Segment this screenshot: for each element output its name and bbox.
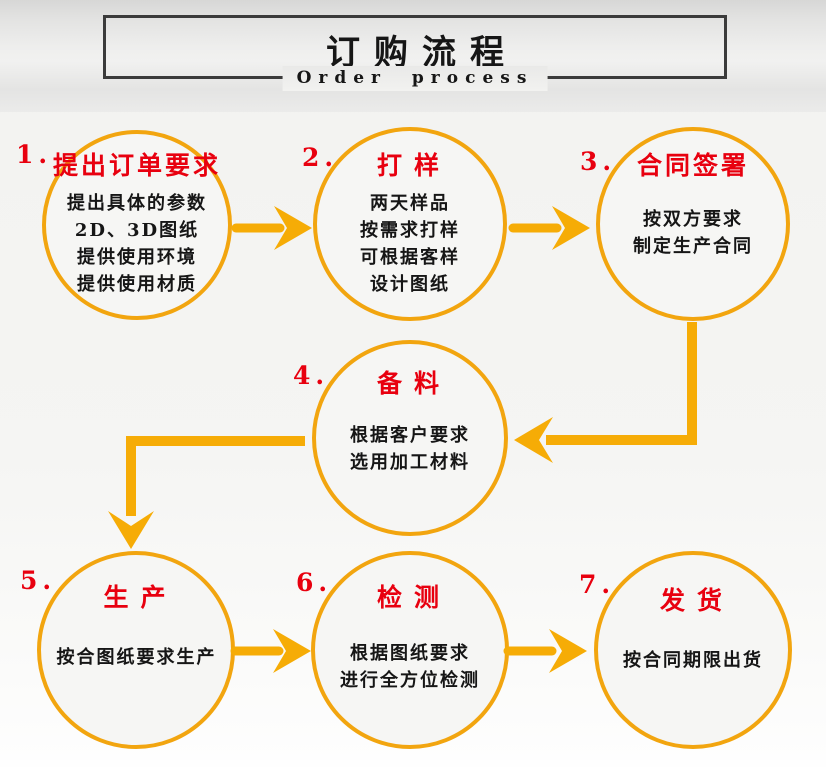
- header-band: [0, 0, 826, 112]
- step-line: 根据图纸要求: [350, 643, 470, 664]
- step-line: 按双方要求: [643, 209, 743, 230]
- title-box: 订购流程 Order process: [103, 15, 727, 91]
- arrow-elbow: [546, 322, 697, 445]
- step-2-number: 2.: [302, 143, 339, 172]
- step-title: 打样: [376, 151, 451, 180]
- arrow-step4-to-step5: [108, 436, 305, 549]
- step-title: 生产: [103, 583, 178, 612]
- step-2-text: 打样 两天样品 按需求打样 可根据客样 设计图纸: [315, 150, 505, 298]
- step-3-text: 合同签署 按双方要求 制定生产合同: [599, 150, 787, 260]
- arrow-head-right-icon: [552, 206, 590, 250]
- step-2-circle: [313, 127, 507, 321]
- step-6-number: 6.: [296, 568, 333, 597]
- step-line: 按合同期限出货: [623, 650, 763, 671]
- step-line: 根据客户要求: [350, 425, 470, 446]
- step-line: 按需求打样: [360, 220, 460, 241]
- step-5-text: 生产 按合图纸要求生产: [40, 582, 233, 671]
- step-line: 提供使用环境: [77, 247, 197, 268]
- arrow-elbow: [126, 436, 305, 516]
- arrow-head-down-icon: [108, 511, 154, 549]
- step-1-number: 1.: [16, 140, 53, 169]
- page-title-en: Order process: [282, 66, 548, 91]
- step-line: 提出具体的参数: [67, 193, 207, 214]
- step-line: 设计图纸: [370, 274, 450, 295]
- arrow-head-right-icon: [273, 629, 311, 673]
- arrow-step3-to-step4: [514, 322, 697, 463]
- step-title: 备料: [376, 369, 451, 398]
- step-1-text: 提出订单要求 提出具体的参数 2D、3D图纸 提供使用环境 提供使用材质: [44, 150, 230, 298]
- step-7-circle: [594, 551, 792, 749]
- step-title: 发货: [659, 586, 734, 615]
- step-3-number: 3.: [580, 147, 617, 176]
- step-line: 制定生产合同: [633, 236, 753, 257]
- step-line: 进行全方位检测: [340, 670, 480, 691]
- step-line: 两天样品: [370, 193, 450, 214]
- arrow-step6-to-step7: [503, 629, 587, 673]
- arrow-step5-to-step6: [230, 629, 311, 673]
- step-3-circle: [596, 127, 790, 321]
- arrow-step1-to-step2: [231, 206, 312, 250]
- step-7-text: 发货 按合同期限出货: [597, 585, 789, 674]
- step-line: 2D、3D图纸: [74, 220, 200, 241]
- step-5-number: 5.: [20, 566, 57, 595]
- step-line: 选用加工材料: [350, 452, 470, 473]
- step-4-number: 4.: [293, 361, 330, 390]
- arrow-head-right-icon: [274, 206, 312, 250]
- arrow-head-right-icon: [549, 629, 587, 673]
- step-line: 按合图纸要求生产: [56, 647, 217, 668]
- step-7-number: 7.: [579, 570, 616, 599]
- step-6-text: 检测 根据图纸要求 进行全方位检测: [314, 582, 506, 694]
- step-title: 检测: [376, 583, 451, 612]
- step-title: 提出订单要求: [52, 151, 221, 180]
- step-1-circle: [42, 130, 232, 320]
- step-line: 提供使用材质: [77, 274, 197, 295]
- step-4-circle: [312, 340, 508, 536]
- arrow-step2-to-step3: [508, 206, 590, 250]
- arrow-head-left-icon: [514, 417, 553, 463]
- step-line: 可根据客样: [360, 247, 460, 268]
- step-4-text: 备料 根据客户要求 选用加工材料: [314, 368, 506, 476]
- step-title: 合同签署: [636, 151, 749, 180]
